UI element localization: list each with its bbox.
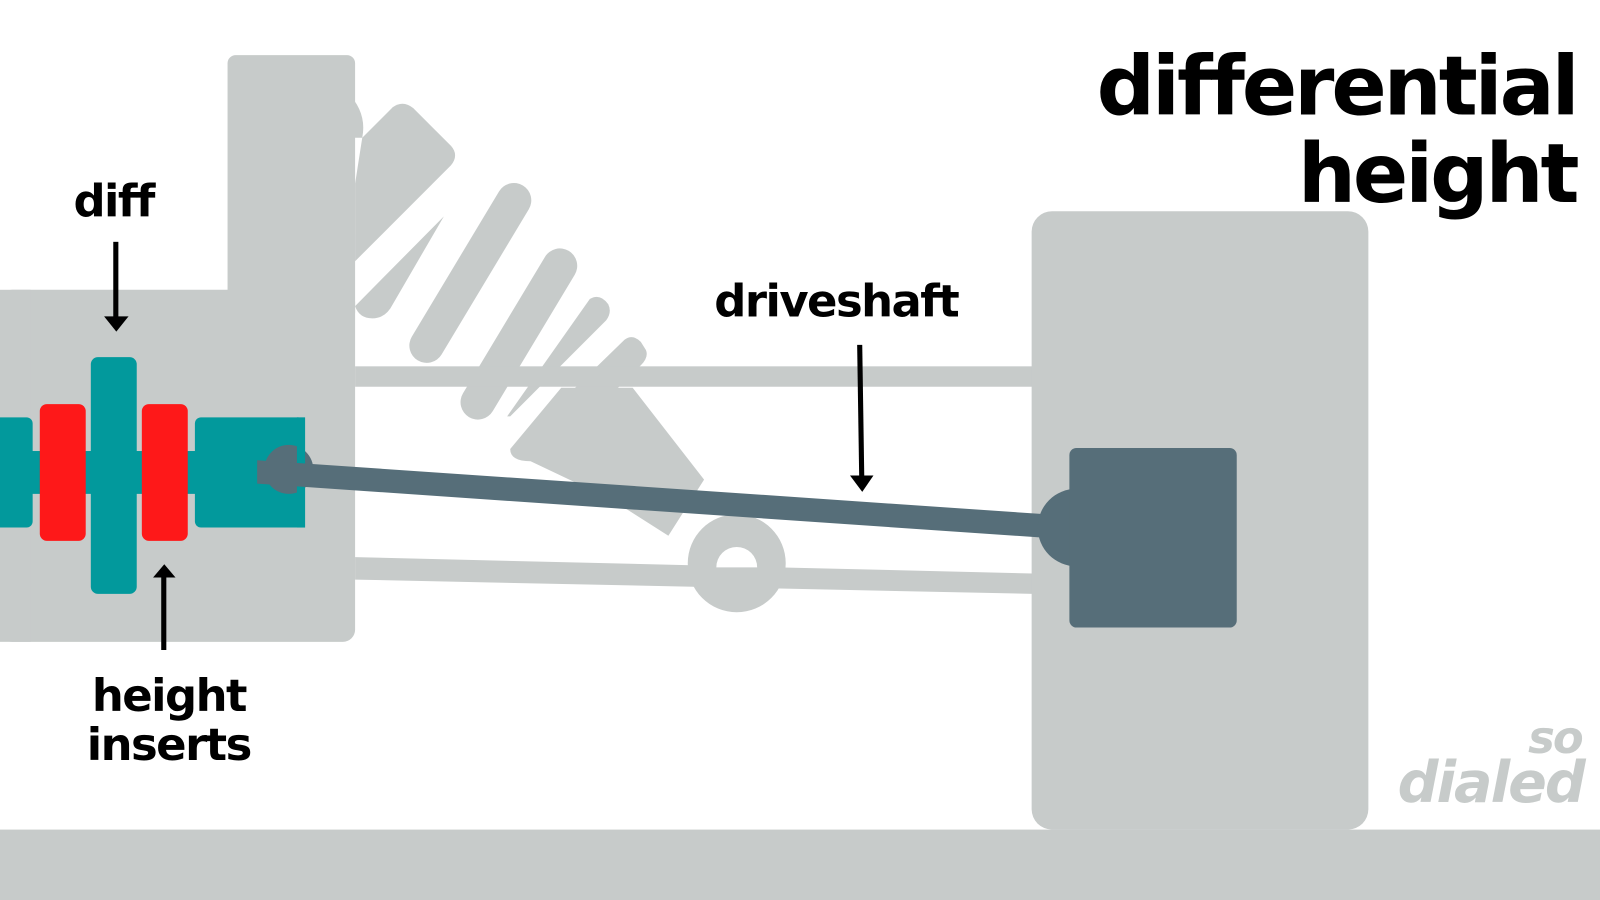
driveshaft (257, 460, 1062, 539)
title-line-1: differential (1097, 39, 1577, 134)
driveshaft-label: driveshaft (714, 274, 959, 327)
height-inserts-label-line-2: inserts (87, 718, 251, 771)
housing-tower (227, 55, 356, 321)
diff-arrow (104, 241, 129, 332)
diff-center-gear (90, 357, 137, 594)
height-insert-left (39, 404, 86, 541)
driveshaft-arrow (850, 344, 874, 492)
diff-left-cup (0, 417, 33, 528)
title-line-2: height (1298, 127, 1579, 222)
differential-assembly (0, 357, 305, 594)
diff-outdrive (194, 417, 305, 528)
height-inserts-arrow (153, 564, 176, 650)
logo-dialed: dialed (1398, 750, 1587, 816)
upper-arm (355, 366, 1034, 387)
ground-bar (0, 829, 1600, 900)
wheel-hub (1069, 447, 1237, 628)
diff-label: diff (73, 174, 155, 227)
logo-so: so (1528, 711, 1583, 764)
tower-bump (346, 91, 364, 138)
height-inserts-label-line-1: height (92, 669, 247, 722)
shock-mount-hole (716, 546, 758, 568)
height-insert-right (141, 404, 188, 541)
